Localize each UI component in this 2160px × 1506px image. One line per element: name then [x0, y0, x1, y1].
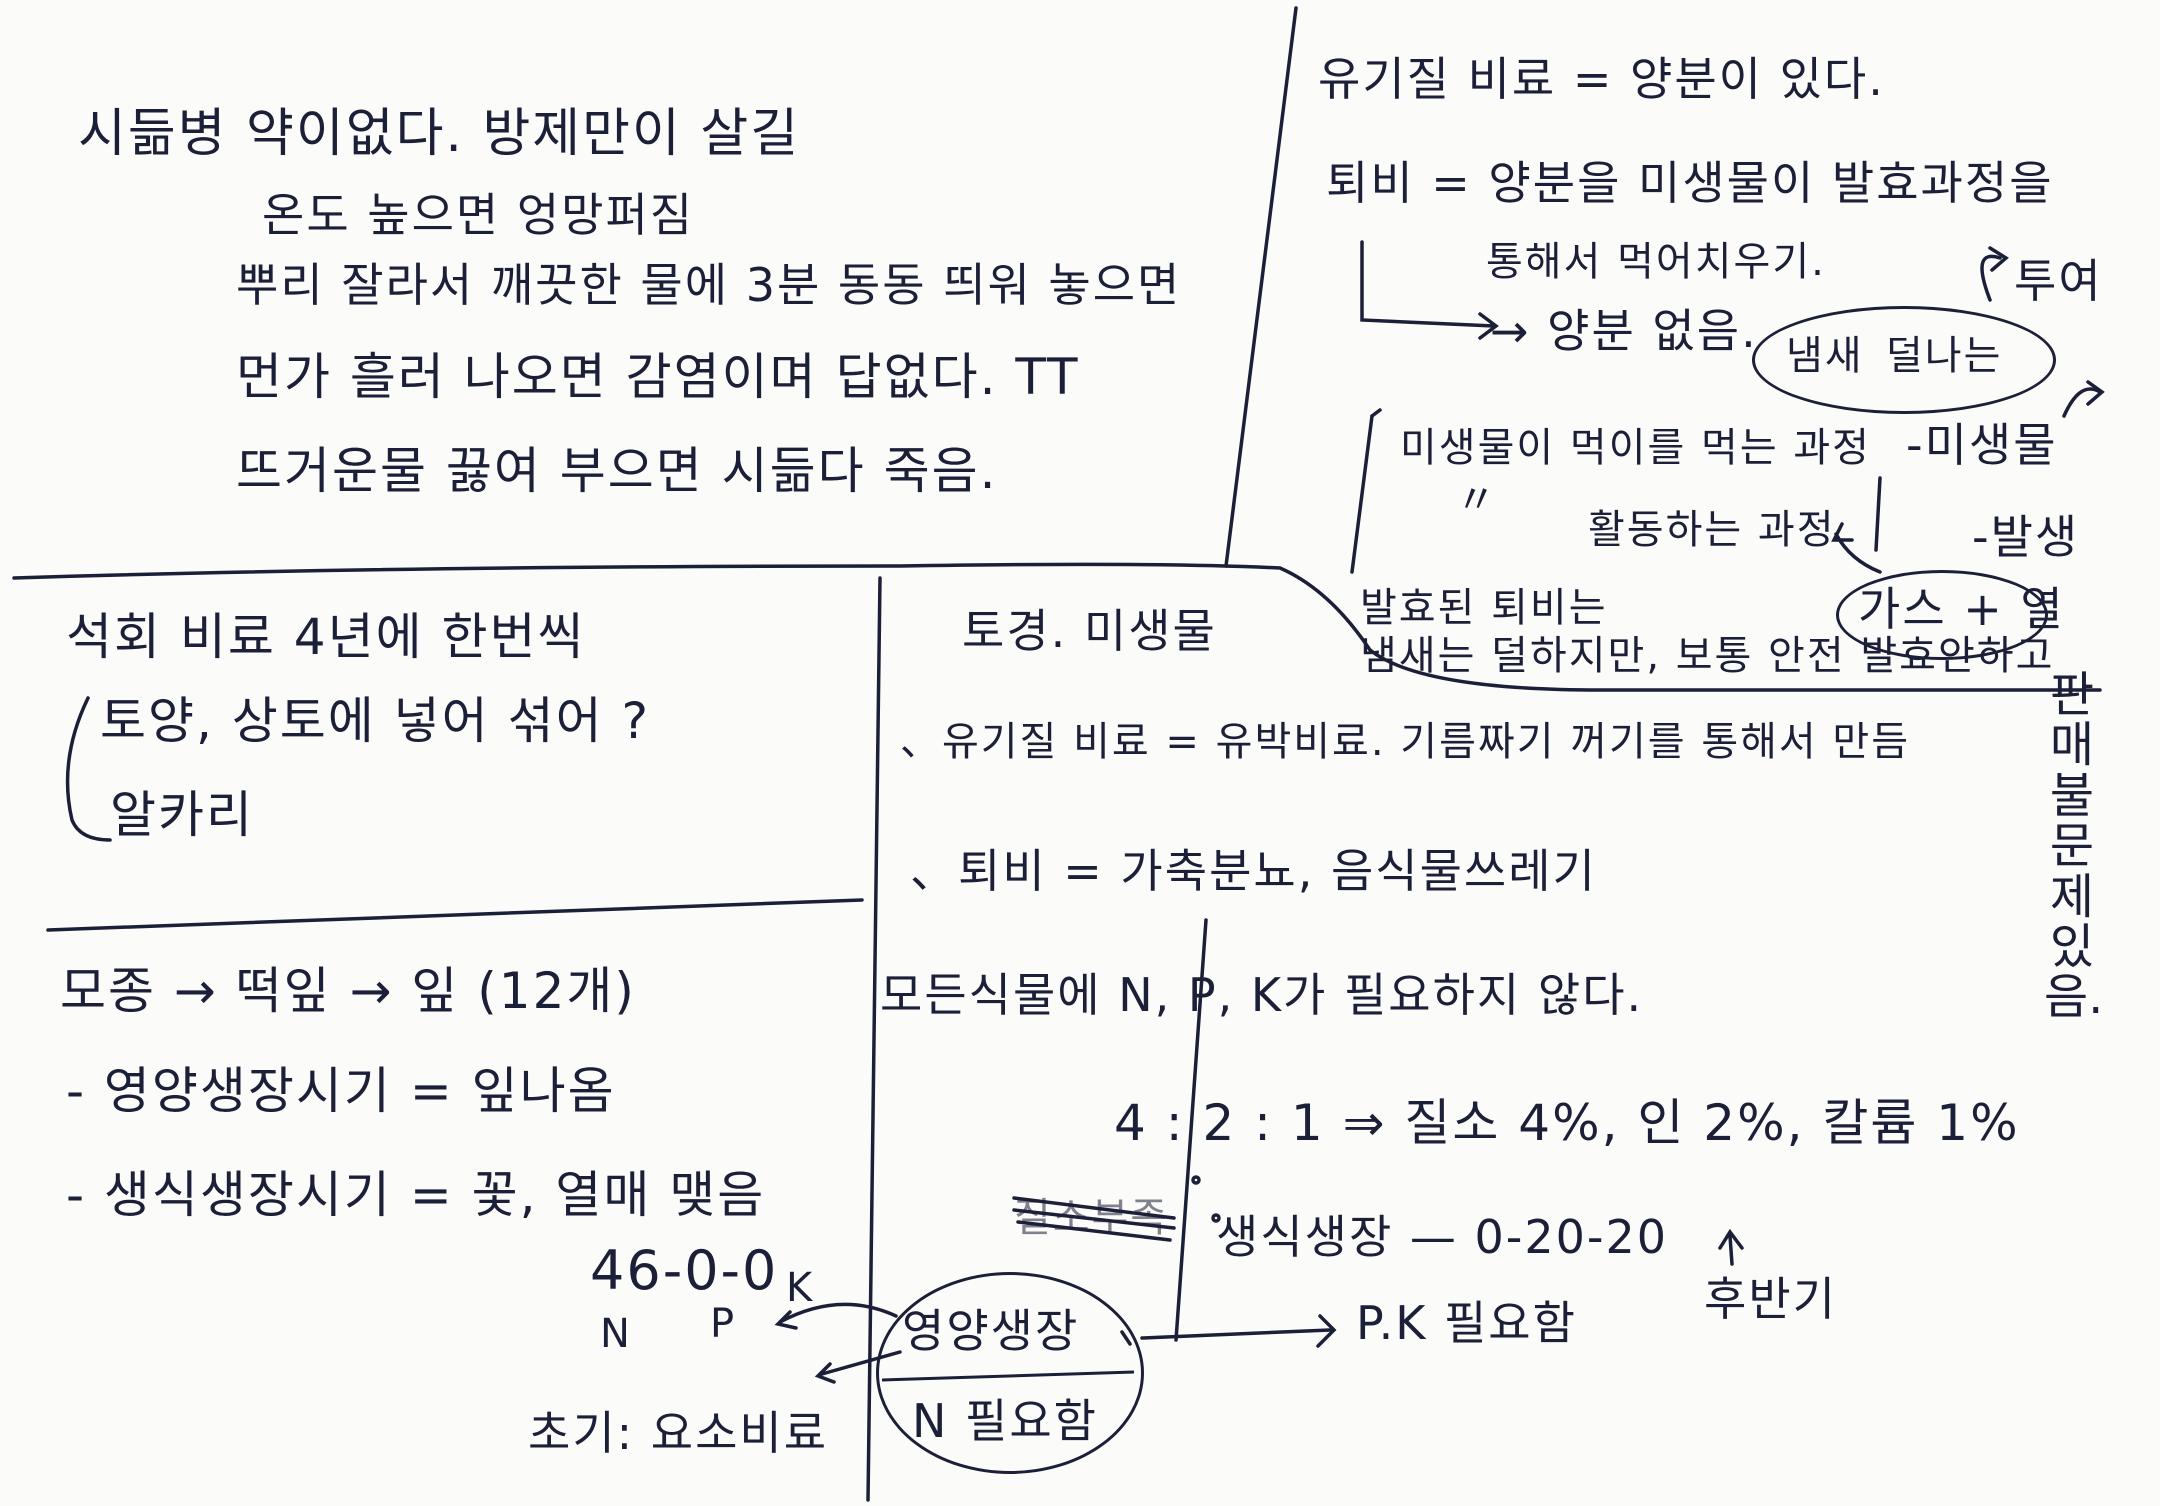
note-line: → 양분 없음. — [1490, 304, 1758, 358]
note-line: 퇴비 = 양분을 미생물이 발효과정을 — [1326, 156, 2054, 210]
left-mid-divider — [46, 898, 864, 932]
vertical-note: 판매 불 문제있음. — [2044, 667, 2104, 1026]
npk-p-label: P — [710, 1301, 737, 1347]
middle-vertical-divider — [866, 576, 882, 1502]
bottom-vertical-divider — [1174, 918, 1208, 1342]
note-line: 4 : 2 : 1 ⇒ 질소 4%, 인 2%, 칼륨 1% — [1114, 1094, 2020, 1152]
note-line: 뿌리 잘라서 깨끗한 물에 3분 동동 띄워 놓으면 — [236, 258, 1182, 312]
note-line: 、유기질 비료 = 유박비료. 기름짜기 꺼기를 통해서 만듬 — [900, 719, 1911, 765]
npk-n-label: N — [600, 1311, 632, 1357]
note-line: 모든식물에 N, P, K가 필요하지 않다. — [880, 968, 1644, 1022]
top-vertical-divider — [1224, 6, 1298, 568]
note-line: 미생물이 먹이를 먹는 과정 — [1400, 425, 1871, 471]
gas-heat-oval — [1836, 570, 2048, 660]
oval-label: N 필요함 — [912, 1394, 1098, 1448]
note-line: 뜨거운물 끓여 부으면 시듦다 죽음. — [236, 442, 998, 500]
note-line: 、퇴비 = 가축분뇨, 음식물쓰레기 — [910, 844, 1597, 898]
note-line: -미생물 — [1906, 418, 2058, 472]
note-line: 토양, 상토에 넣어 섞어 ? — [100, 692, 651, 750]
note-line: 냄새는 덜하지만, 보통 안전 발효안하고 — [1360, 633, 2055, 679]
note-line: 시듦병 약이없다. 방제만이 살길 — [78, 104, 801, 164]
note-line: 초기: 요소비료 — [528, 1406, 829, 1460]
note-line: - 생식생장시기 = 꽃, 열매 맺음 — [66, 1166, 766, 1224]
oval-label: 가스 + 열 — [1858, 582, 2065, 636]
note-line: 활동하는 과정 — [1588, 507, 1836, 553]
oval-label: 냄새 — [1786, 333, 1864, 379]
crossed-out-text: 질소부족 — [1014, 1195, 1170, 1241]
note-line: 온도 높으면 엉망퍼짐 — [262, 188, 695, 242]
oval-label: 영양생장 — [902, 1304, 1080, 1358]
note-line: 모종 → 떡잎 → 잎 (12개) — [60, 962, 636, 1020]
oval-label: 덜나는 — [1886, 333, 2003, 379]
note-line: 유기질 비료 = 양분이 있다. — [1318, 52, 1885, 106]
note-line: 통해서 먹어치우기. — [1486, 239, 1826, 285]
note-line: 생식생장 — 0-20-20 — [1216, 1210, 1669, 1264]
npk-value: 46-0-0 — [590, 1239, 779, 1302]
npk-k-label: K — [786, 1265, 815, 1311]
vegetative-growth-oval — [876, 1272, 1144, 1474]
note-line: 후반기 — [1704, 1272, 1837, 1326]
note-line: 알카리 — [110, 786, 254, 844]
note-line: 석회 비료 4년에 한번씩 — [66, 608, 586, 666]
note-line: 〃 — [1456, 477, 1498, 523]
note-line: 토경. 미생물 — [962, 604, 1217, 658]
note-line: 발효된 퇴비는 — [1360, 585, 1608, 631]
note-line: P.K 필요함 — [1356, 1296, 1577, 1350]
note-line: 투여 — [2014, 254, 2103, 308]
horizontal-divider — [12, 562, 2102, 692]
note-line: -발생 — [1972, 510, 2080, 564]
note-line: - 영양생장시기 = 잎나옴 — [66, 1062, 616, 1120]
less-smell-oval — [1752, 306, 2056, 414]
note-line: 먼가 흘러 나오면 감염이며 답없다. TT — [236, 348, 1080, 406]
